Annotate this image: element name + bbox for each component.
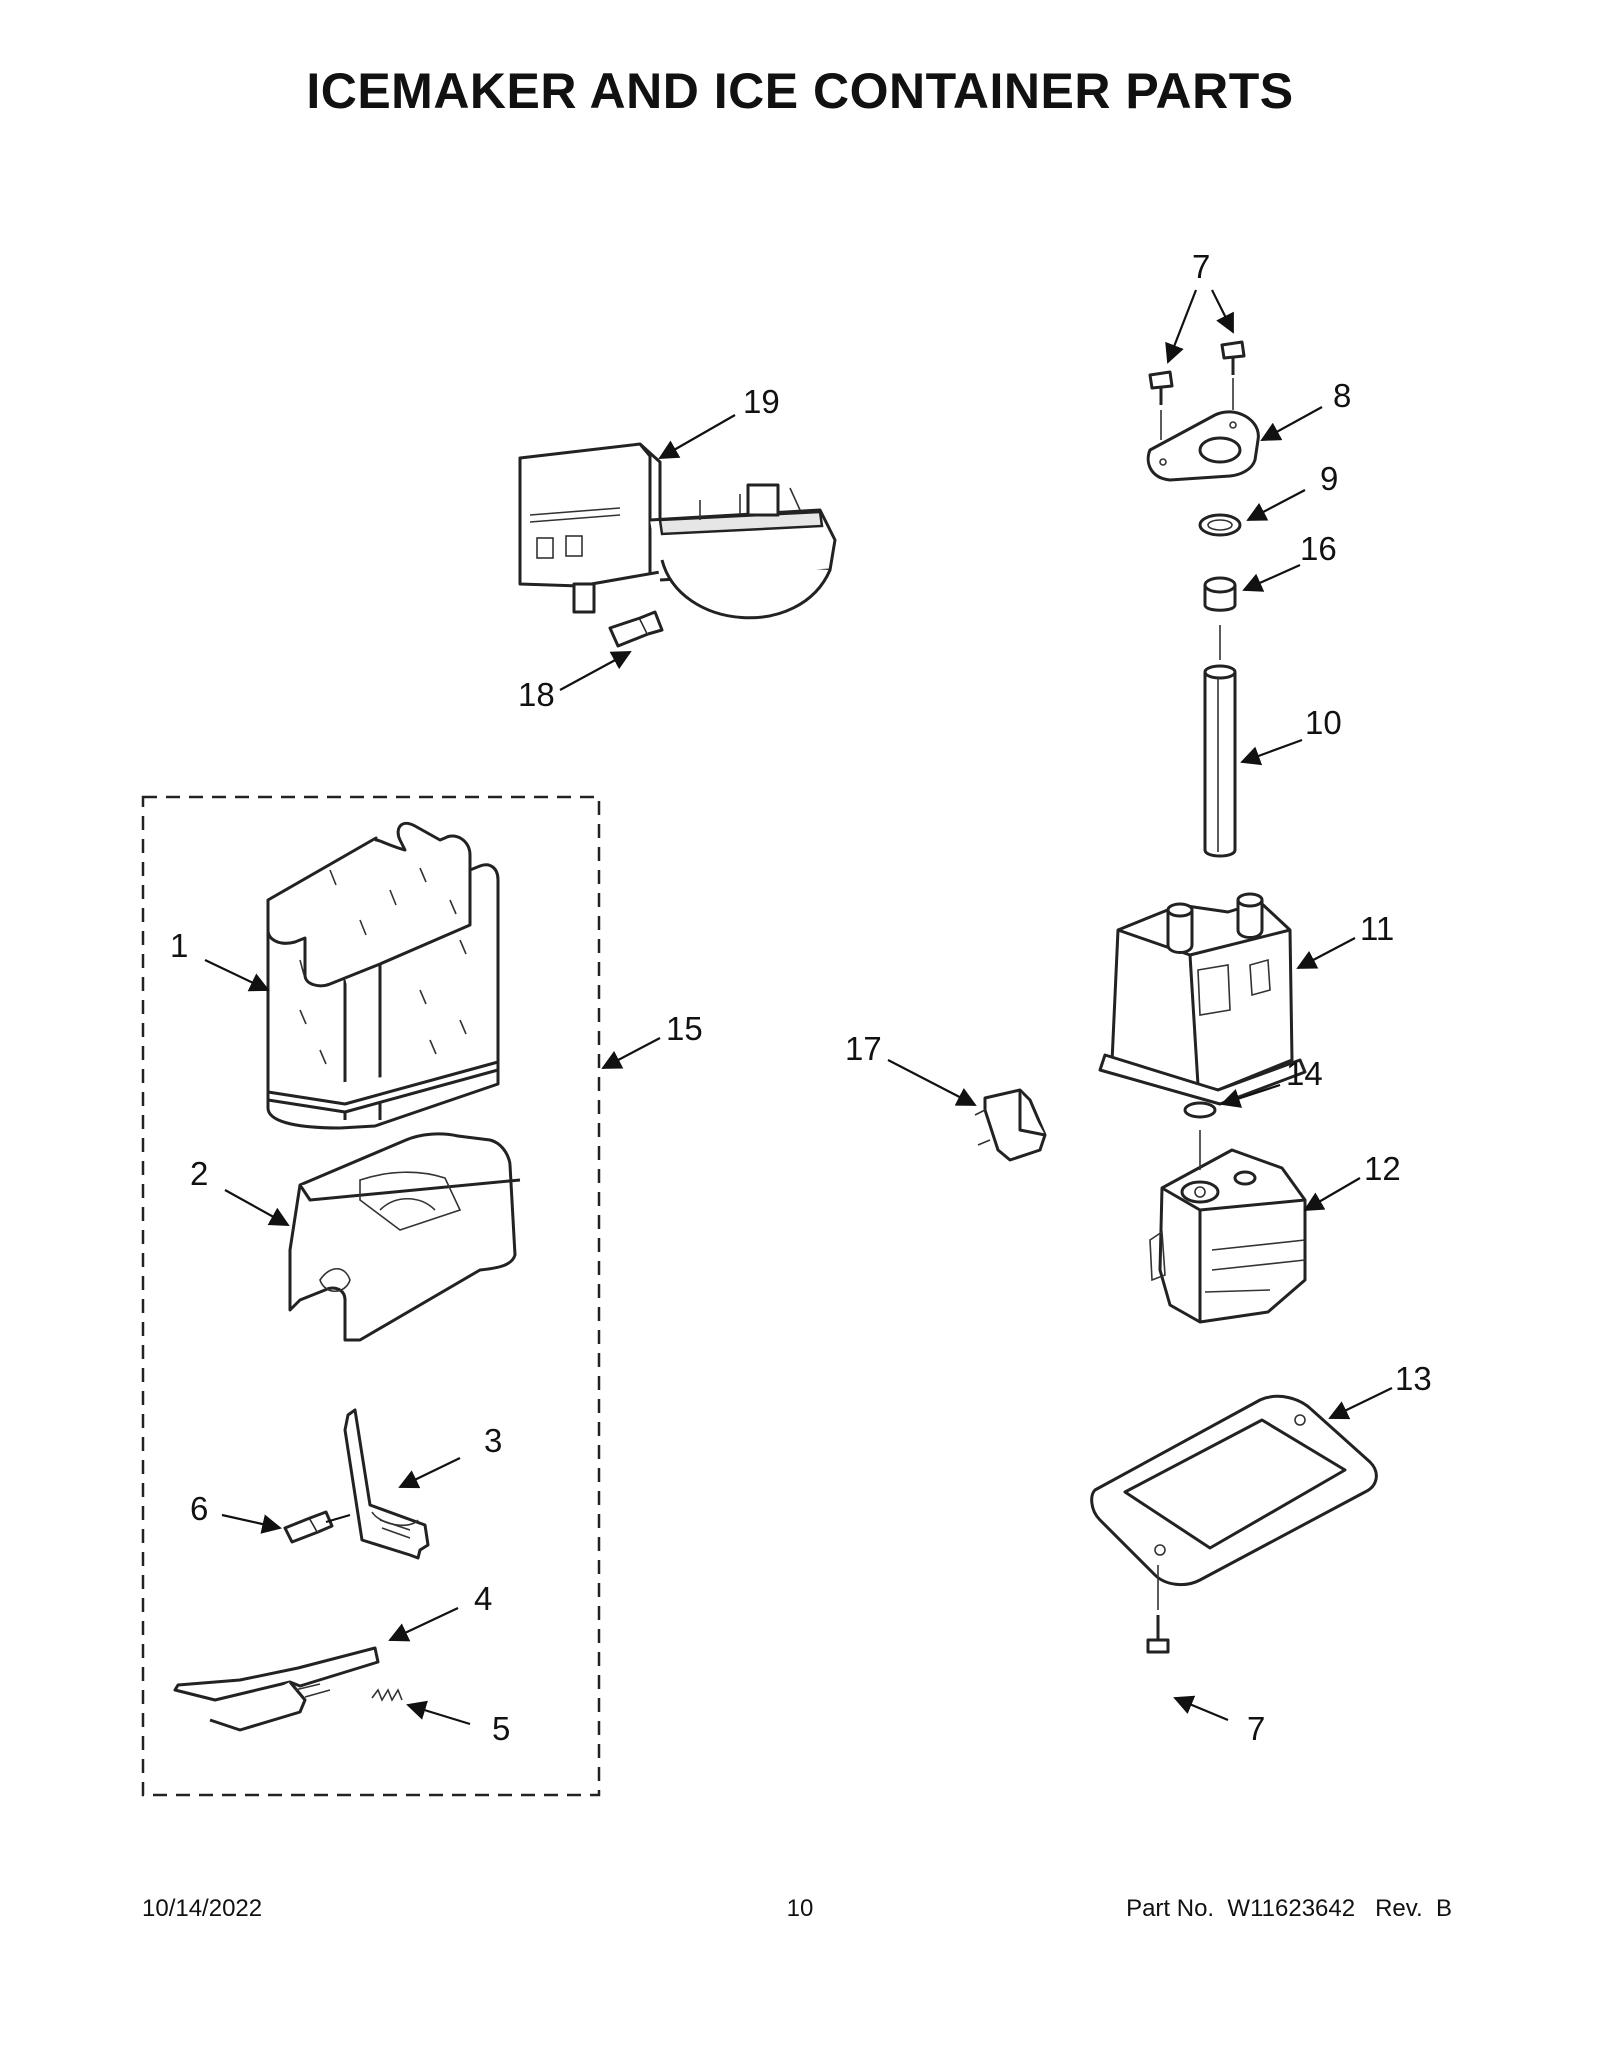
part-10-shaft <box>1203 664 1237 858</box>
leader-15 <box>601 1037 661 1069</box>
leader-lines <box>204 289 1393 1726</box>
part-18-screw <box>608 610 664 648</box>
callout-3: 3 <box>484 1422 502 1459</box>
leader-4 <box>388 1607 459 1642</box>
footer-page-number: 10 <box>786 1895 814 1922</box>
assembly-15-dashed-box <box>141 795 601 1797</box>
callout-12: 12 <box>1364 1150 1401 1187</box>
leader-7a-right <box>1211 289 1234 334</box>
leader-13 <box>1328 1387 1393 1420</box>
callout-5: 5 <box>492 1710 510 1747</box>
leader-10 <box>1240 738 1303 766</box>
callout-13: 13 <box>1395 1360 1432 1397</box>
callout-4: 4 <box>474 1580 492 1617</box>
leader-6b <box>325 1513 351 1524</box>
callout-15: 15 <box>666 1010 703 1047</box>
callout-1: 1 <box>170 927 188 964</box>
part-19-icemaker <box>518 442 837 620</box>
leader-3 <box>398 1457 461 1489</box>
footer-date: 10/14/2022 <box>142 1895 263 1922</box>
callout-9: 9 <box>1320 460 1338 497</box>
callout-19: 19 <box>743 383 780 420</box>
callout-8: 8 <box>1333 377 1351 414</box>
leader-2 <box>224 1189 290 1226</box>
part-13-gasket <box>1090 1394 1378 1610</box>
page-title: ICEMAKER AND ICE CONTAINER PARTS <box>306 63 1294 119</box>
part-5-spring <box>371 1688 403 1702</box>
leader-17 <box>887 1059 977 1106</box>
part-7-screw-bottom <box>1146 1615 1170 1654</box>
leader-7b <box>1173 1695 1229 1722</box>
part-9-washer <box>1198 513 1242 537</box>
leader-8 <box>1260 406 1323 441</box>
leader-18 <box>559 651 632 691</box>
part-17-switch <box>974 1088 1047 1162</box>
part-3-bracket <box>343 1408 430 1560</box>
leader-1 <box>204 959 270 992</box>
callout-14: 14 <box>1286 1055 1323 1092</box>
leader-5 <box>406 1700 471 1726</box>
part-1-ice-container <box>266 821 500 1130</box>
leader-9 <box>1246 489 1306 521</box>
part-7-screws-top <box>1148 340 1246 440</box>
callout-17: 17 <box>845 1030 882 1067</box>
callout-11: 11 <box>1360 910 1394 947</box>
part-12-motor <box>1149 1130 1307 1324</box>
part-2-container-base <box>288 1132 521 1342</box>
callout-7-bottom: 7 <box>1247 1710 1265 1747</box>
part-16-bushing <box>1203 576 1237 660</box>
leader-19 <box>658 414 736 459</box>
callout-6: 6 <box>190 1490 208 1527</box>
part-14-washer <box>1183 1101 1217 1119</box>
callout-18: 18 <box>518 676 555 713</box>
leader-16 <box>1242 563 1301 592</box>
callout-10: 10 <box>1305 704 1342 741</box>
callout-labels: 1 2 3 4 5 6 7 7 8 9 10 11 12 13 14 15 16… <box>170 248 1432 1747</box>
part-11-motor-housing <box>1098 892 1307 1106</box>
callout-7-top: 7 <box>1192 248 1210 285</box>
leader-11 <box>1296 937 1356 969</box>
callout-2: 2 <box>190 1155 208 1192</box>
part-6-screw <box>283 1510 334 1544</box>
leader-14 <box>1220 1083 1281 1108</box>
part-8-plate <box>1146 410 1260 482</box>
leader-6 <box>221 1513 282 1534</box>
callout-16: 16 <box>1300 530 1337 567</box>
leader-12 <box>1303 1177 1361 1211</box>
footer-part-number: Part No. W11623642 Rev. B <box>1126 1895 1452 1922</box>
leader-7a-left <box>1165 289 1198 364</box>
part-4-paddle <box>173 1646 380 1732</box>
